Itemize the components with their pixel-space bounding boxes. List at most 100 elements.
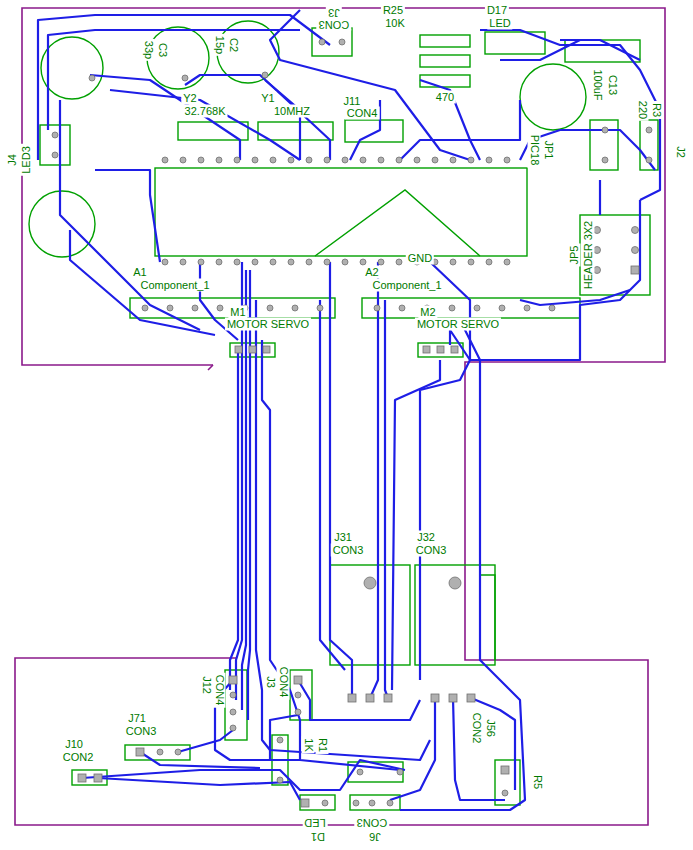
silkscreen-part <box>312 28 352 56</box>
pads <box>52 39 652 807</box>
silkscreen-label: CON2 <box>470 711 483 746</box>
silkscreen-label: R5 <box>531 773 544 791</box>
pads-part <box>524 305 530 311</box>
copper-traces-part <box>90 75 240 160</box>
pads-part <box>369 800 375 806</box>
silkscreen-label: 15p <box>213 34 226 56</box>
silkscreen-label: LED <box>302 816 327 829</box>
pads-part <box>267 305 273 311</box>
pads-part <box>234 157 240 163</box>
pads-part <box>342 157 348 163</box>
copper-traces-part <box>248 270 250 720</box>
copper-traces-part <box>370 262 378 698</box>
copper-traces-part <box>560 40 640 60</box>
pads-part <box>263 346 270 353</box>
pads-part <box>270 157 276 163</box>
silkscreen-label: 220 <box>636 99 649 121</box>
pads-part <box>52 132 58 138</box>
silkscreen-part <box>495 760 520 805</box>
silkscreen-label: GND <box>406 252 434 265</box>
pads-part <box>501 766 509 774</box>
silkscreen-label: J3 <box>264 674 277 690</box>
pads-part <box>52 152 58 158</box>
pads-part <box>217 305 223 311</box>
pads-part <box>423 346 430 353</box>
pads-part <box>360 157 366 163</box>
copper-traces-part <box>450 200 640 360</box>
pads-part <box>301 799 309 807</box>
silkscreen-part <box>29 191 95 257</box>
pads-part <box>306 157 312 163</box>
pads-part <box>486 157 492 163</box>
copper-traces-part <box>500 40 580 60</box>
silkscreen-label: JP5 <box>568 244 581 267</box>
copper-traces-part <box>95 170 160 262</box>
silkscreen-part <box>147 27 209 89</box>
pads-part <box>324 157 330 163</box>
silkscreen-part <box>565 40 640 62</box>
pads-part <box>396 157 402 163</box>
silkscreen-label: J4 <box>6 152 19 168</box>
pads-part <box>230 725 236 731</box>
copper-traces-part <box>48 30 300 130</box>
silkscreen-label: J6 <box>367 830 383 843</box>
pads-part <box>437 346 444 353</box>
silkscreen-label: A2 <box>363 266 380 279</box>
silkscreen-part <box>290 670 312 720</box>
pads-part <box>602 157 608 163</box>
pads-part <box>646 157 652 163</box>
copper-traces-part <box>230 350 238 690</box>
silkscreen-label: J2 <box>674 144 687 160</box>
silkscreen-part <box>480 575 495 660</box>
copper-traces-part <box>256 300 430 760</box>
copper-traces-part <box>330 262 352 698</box>
pads-part <box>504 259 510 265</box>
board-outline-part <box>15 8 665 825</box>
pads-part <box>378 259 384 265</box>
pads-part <box>549 305 555 311</box>
pads-part <box>180 157 186 163</box>
silkscreen-label: Y1 <box>259 92 276 105</box>
silkscreen-label: J12 <box>200 674 213 696</box>
pads-part <box>504 157 510 163</box>
silkscreen-label: MOTOR SERVO <box>225 318 311 331</box>
pads-part <box>360 259 366 265</box>
pads-part <box>234 259 240 265</box>
pads-part <box>450 259 456 265</box>
silkscreen-label: Component_1 <box>138 279 211 292</box>
silkscreen-label: J56 <box>484 717 497 739</box>
pads-part <box>230 709 236 715</box>
silkscreen-label: 100uF <box>591 67 604 102</box>
pads-part <box>364 577 376 589</box>
pads-part <box>431 694 439 702</box>
silkscreen-label: C3 <box>156 41 169 59</box>
silkscreen-label: CON3 <box>331 544 366 557</box>
silkscreen-label: CON4 <box>345 107 380 120</box>
copper-traces-part <box>400 100 520 160</box>
copper-traces-part <box>60 100 200 330</box>
silkscreen-part <box>315 190 480 256</box>
pads-part <box>198 157 204 163</box>
silkscreen-part <box>225 670 247 740</box>
copper-traces-part <box>420 80 480 160</box>
pads-part <box>646 127 652 133</box>
board-outline <box>15 8 665 825</box>
pads-part <box>632 247 639 254</box>
pads-part <box>230 692 236 698</box>
pads-part <box>252 157 258 163</box>
silkscreen-label: J31 <box>332 531 354 544</box>
silkscreen-label: 10MHZ <box>272 105 312 118</box>
copper-traces-part <box>178 730 233 752</box>
silkscreen-label: CON4 <box>213 673 226 708</box>
pads-part <box>317 305 323 311</box>
silkscreen-label: R3 <box>650 101 663 119</box>
pads-part <box>474 305 480 311</box>
silkscreen-part <box>130 298 335 318</box>
pads-part <box>339 39 345 45</box>
pads-part <box>252 259 258 265</box>
pads-part <box>432 157 438 163</box>
pads-part <box>94 774 102 782</box>
copper-traces-part <box>185 75 330 160</box>
silkscreen-label: D17 <box>485 4 509 17</box>
pads-part <box>324 259 330 265</box>
